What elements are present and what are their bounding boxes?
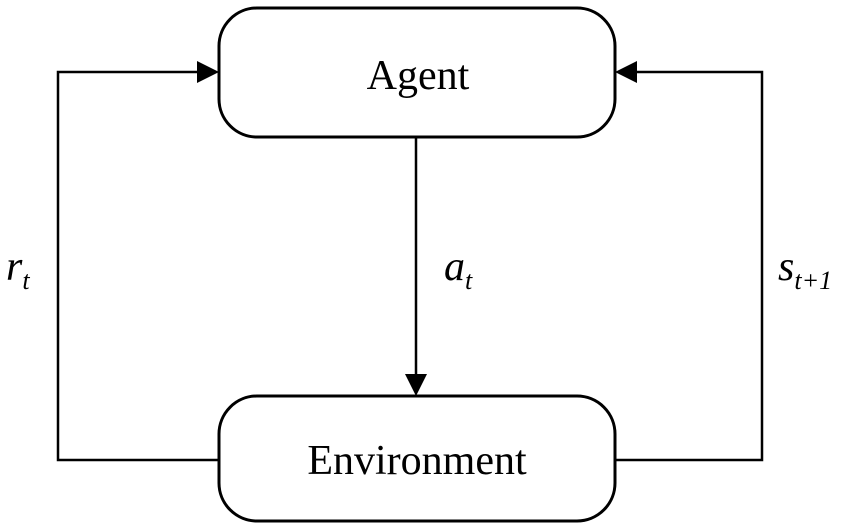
reward-edge <box>56 61 219 462</box>
environment-label: Environment <box>307 438 527 484</box>
action-symbol: a <box>444 244 465 290</box>
state-edge <box>615 61 764 462</box>
state-arrowhead <box>615 61 637 83</box>
agent-label: Agent <box>367 53 470 99</box>
state-line <box>615 70 764 462</box>
reward-symbol: r <box>6 244 23 290</box>
reward-label: rt <box>6 244 30 295</box>
environment-box <box>217 394 617 523</box>
action-label: at <box>444 244 473 295</box>
action-arrowhead <box>405 374 427 396</box>
state-label: st+1 <box>778 244 832 295</box>
reward-arrowhead <box>197 61 219 83</box>
reward-line <box>56 70 219 462</box>
state-symbol: s <box>778 244 794 290</box>
reward-subscript: t <box>22 266 30 295</box>
action-subscript: t <box>465 266 473 295</box>
state-subscript: t+1 <box>794 266 832 295</box>
environment-node: Environment <box>217 394 617 523</box>
agent-node: Agent <box>217 6 617 139</box>
action-edge <box>405 137 427 396</box>
